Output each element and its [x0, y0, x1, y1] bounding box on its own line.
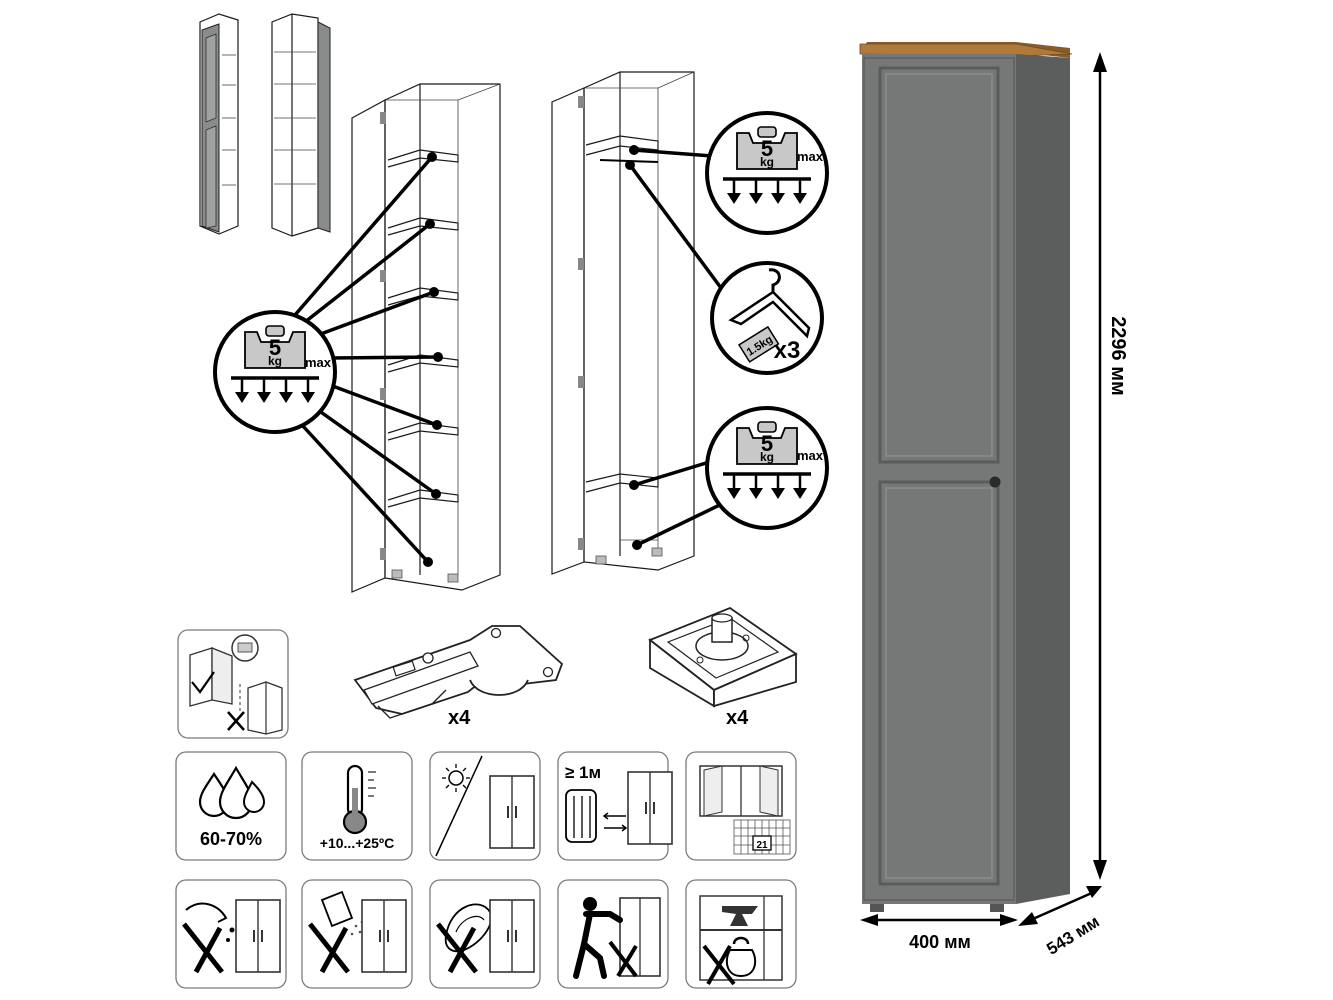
width-label: 400 мм: [909, 932, 971, 952]
no-push-icon: [557, 879, 669, 989]
leg-count: x4: [726, 707, 749, 729]
thumbnail-door-closed: [199, 13, 239, 235]
svg-text:kg: kg: [760, 450, 774, 464]
no-water-icon: [175, 879, 287, 989]
door-adjust-icon: [177, 629, 289, 739]
hinge-count: x4: [448, 707, 471, 729]
no-sunlight-icon: [429, 751, 541, 861]
svg-text:max: max: [797, 149, 824, 164]
load-value: 5: [269, 335, 281, 360]
hanging-cabinet-drawing: [551, 71, 695, 575]
calendar-day: 21: [756, 840, 768, 851]
bottom-shelf-load-badge: 5 kg max: [705, 406, 829, 530]
hanger-load-badge: 1.5kg x3: [710, 261, 824, 375]
hanger-count: x3: [774, 337, 801, 364]
no-heavy-icon: [685, 879, 797, 989]
wardrobe-render: [859, 42, 1073, 912]
svg-text:5: 5: [761, 431, 773, 456]
no-cloth-icon: [429, 879, 541, 989]
svg-text:5: 5: [761, 136, 773, 161]
temperature-label: +10...+25ºC: [320, 835, 394, 851]
shelf-load-leaders: [293, 155, 439, 564]
load-max-label: max: [305, 355, 332, 370]
min-distance-label: ≥ 1м: [565, 763, 601, 782]
depth-label: 543 мм: [1043, 912, 1102, 959]
heater-distance-icon: ≥ 1м: [557, 751, 673, 861]
width-dimension: 400 мм: [860, 914, 1018, 952]
top-shelf-load-badge: 5 kg max: [705, 111, 829, 235]
leg-leveler-icon: x4: [648, 606, 798, 729]
shelf-cabinet-drawing: [351, 83, 501, 593]
humidity-label: 60-70%: [200, 829, 262, 849]
height-label: 2296 мм: [1107, 316, 1129, 396]
humidity-icon: 60-70%: [175, 751, 287, 861]
load-unit: kg: [268, 354, 282, 368]
ventilation-icon: 21: [685, 751, 797, 861]
svg-text:max: max: [797, 448, 824, 463]
thumbnail-door-open: [271, 13, 331, 237]
temperature-icon: +10...+25ºC: [301, 751, 413, 861]
no-abrasive-icon: [301, 879, 413, 989]
hinge-icon: x4: [353, 625, 564, 729]
height-dimension: 2296 мм: [1093, 52, 1129, 880]
shelf-load-badge: 5 kg max: [213, 310, 337, 434]
svg-text:kg: kg: [760, 155, 774, 169]
